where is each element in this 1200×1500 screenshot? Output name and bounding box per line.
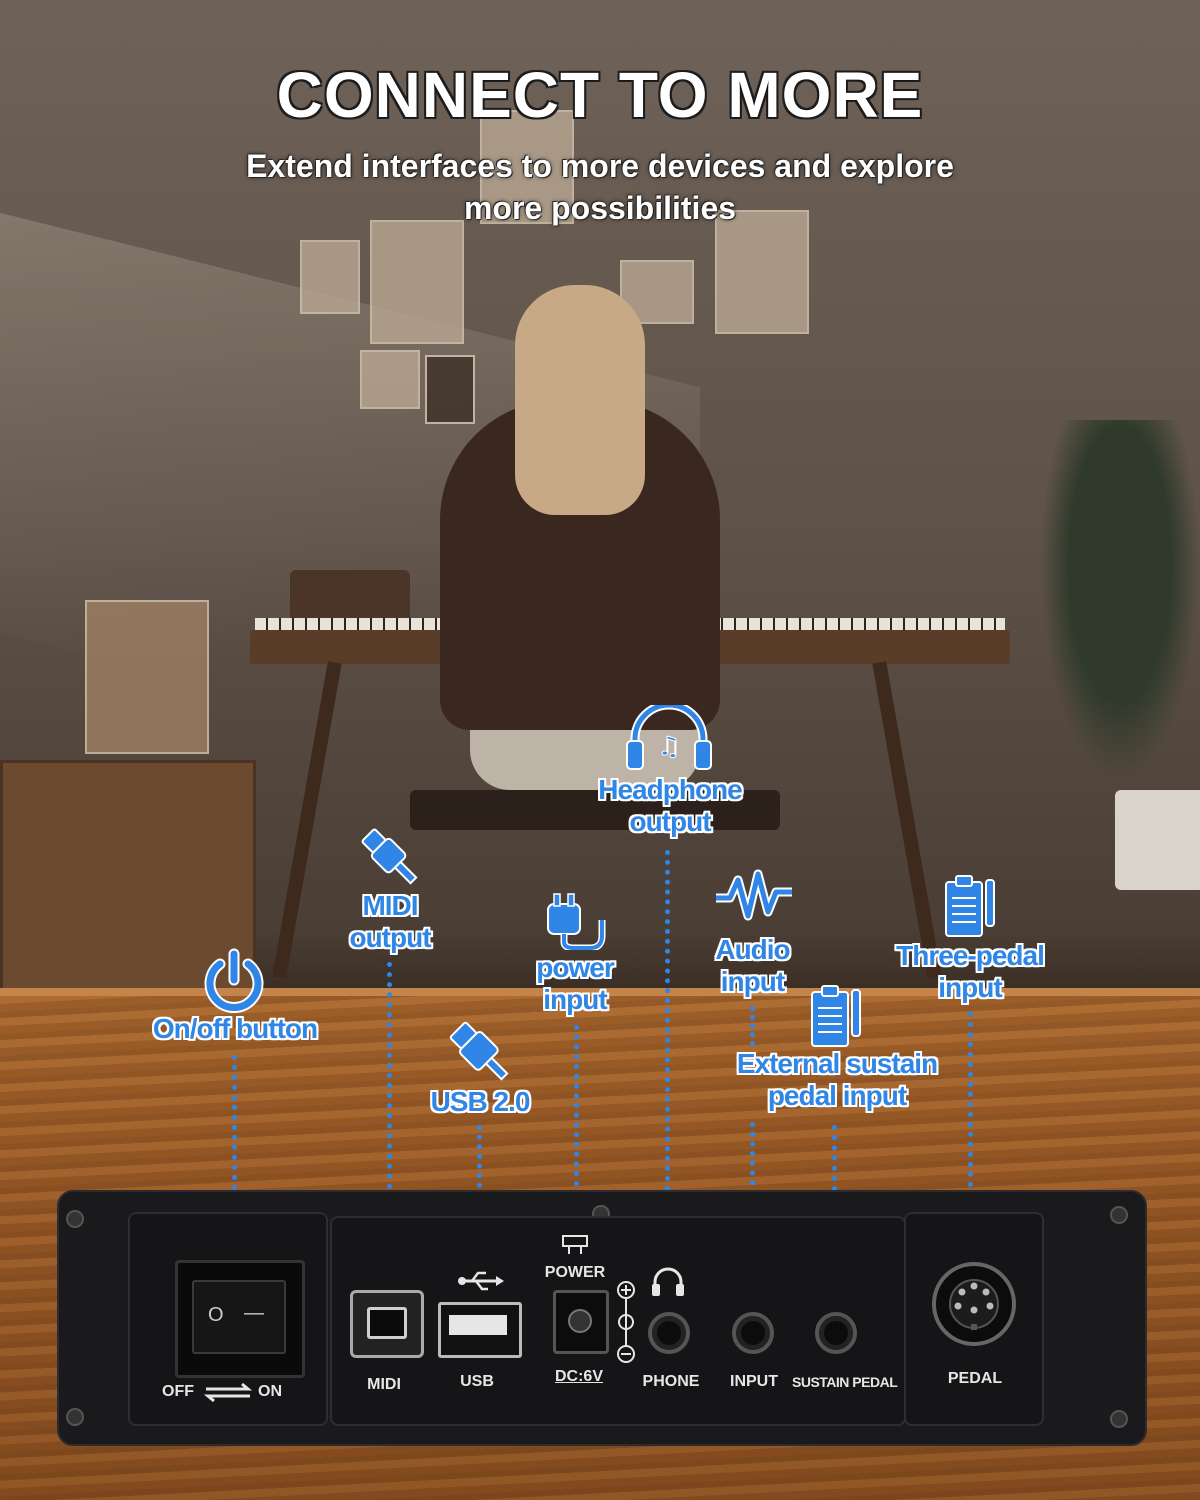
callout-line: input	[720, 966, 785, 997]
dc-power-jack[interactable]	[553, 1290, 609, 1354]
port-socket	[367, 1307, 407, 1339]
switch-off-mark: O	[208, 1304, 224, 1326]
off-label: OFF	[162, 1383, 194, 1400]
midi-leader-line	[387, 962, 392, 1280]
usb-plug-icon	[449, 1021, 509, 1081]
onoff-leader-line	[232, 1055, 237, 1270]
callout-line: External sustain	[736, 1048, 938, 1079]
cable-plug-icon	[361, 828, 418, 885]
on-label: ON	[258, 1383, 282, 1400]
headphone-output-label: Headphone output	[560, 774, 780, 838]
midi-port-label: MIDI	[367, 1376, 401, 1393]
power-plug-icon	[547, 893, 606, 950]
external-sustain-label: External sustain pedal input	[712, 1048, 962, 1112]
pedal-sheet-icon	[945, 875, 995, 937]
polarity-icon	[617, 1281, 635, 1363]
wall-poster	[300, 240, 360, 314]
phone-port-label: PHONE	[642, 1373, 700, 1390]
audio-input-label: Audio input	[690, 934, 815, 998]
callout-line: power	[536, 952, 614, 983]
wall-poster	[715, 210, 809, 334]
dc-plug-symbol-icon	[562, 1235, 588, 1254]
power-port-label: POWER	[544, 1264, 606, 1281]
input-port-label: INPUT	[730, 1373, 778, 1390]
sustain-port-label: SUSTAIN PEDAL	[792, 1374, 898, 1390]
wood-edge	[0, 988, 1200, 996]
subtitle-line: more possibilities	[463, 190, 737, 226]
callout-line: Three-pedal	[896, 940, 1045, 971]
din-pins	[949, 1279, 999, 1330]
headphone-leader-line	[665, 850, 670, 1290]
panel-screw	[1110, 1206, 1128, 1224]
callout-line: Headphone	[598, 774, 742, 805]
power-leader-line	[574, 1025, 579, 1235]
onoff-button-label: On/off button	[152, 1013, 318, 1044]
page-title: CONNECT TO MORE	[276, 59, 924, 131]
audio-input-jack[interactable]	[732, 1312, 774, 1354]
switch-on-mark: —	[244, 1302, 264, 1324]
audio-wave-icon	[716, 869, 792, 921]
plant-pot	[1115, 790, 1200, 890]
callout-line: input	[938, 972, 1002, 1003]
usb-port-label: USB	[460, 1373, 494, 1390]
desk-leg	[872, 661, 942, 979]
pedal-sheet-icon	[811, 985, 861, 1047]
three-pedal-input-label: Three-pedal input	[870, 940, 1070, 1004]
power-button-icon	[204, 948, 264, 1013]
midi-output-label: MIDI output	[320, 890, 460, 954]
audio-leader-line	[750, 1006, 755, 1046]
callout-line: input	[543, 984, 607, 1015]
headphone-jack[interactable]	[648, 1312, 690, 1354]
pedal-port-label: PEDAL	[947, 1370, 1003, 1387]
callout-line: MIDI	[362, 890, 418, 921]
headphone-symbol-icon	[652, 1267, 684, 1296]
panel-screw	[1110, 1410, 1128, 1428]
panel-screw	[66, 1210, 84, 1228]
three-pedal-din-port[interactable]	[932, 1262, 1016, 1346]
headphone-icon: ♫	[626, 705, 712, 770]
wall-poster	[370, 220, 464, 344]
switch-arrows-icon	[204, 1382, 252, 1402]
subtitle: Extend interfaces to more devices and ex…	[200, 145, 1000, 229]
callout-line: output	[629, 806, 711, 837]
usb-symbol-icon	[458, 1271, 504, 1291]
wall-poster	[360, 350, 420, 409]
callout-line: pedal input	[767, 1080, 907, 1111]
midi-usb-b-port[interactable]	[350, 1290, 424, 1358]
ports-subpanel	[330, 1216, 906, 1426]
power-rocker-switch[interactable]: O —	[192, 1280, 286, 1354]
dc-voltage-label: DC:6V	[554, 1368, 603, 1385]
person	[515, 285, 645, 515]
callout-line: output	[349, 922, 431, 953]
piano-bench	[410, 790, 780, 830]
wall-poster	[480, 110, 574, 224]
framed-picture	[85, 600, 209, 754]
subtitle-line: Extend interfaces to more devices and ex…	[246, 148, 954, 184]
panel-screw	[66, 1408, 84, 1426]
power-input-label: power input	[510, 952, 640, 1016]
callout-line: Audio	[715, 934, 790, 965]
usb-label: USB 2.0	[430, 1086, 531, 1117]
three-pedal-leader-line	[968, 1012, 973, 1247]
wall-poster	[425, 355, 475, 424]
svg-text:♫: ♫	[657, 732, 680, 762]
sustain-pedal-jack[interactable]	[815, 1312, 857, 1354]
port-tongue	[449, 1315, 507, 1335]
jack-pin	[568, 1309, 592, 1333]
radio-speaker	[290, 570, 410, 622]
usb-a-port[interactable]	[438, 1302, 522, 1358]
house-plant	[1040, 420, 1200, 780]
